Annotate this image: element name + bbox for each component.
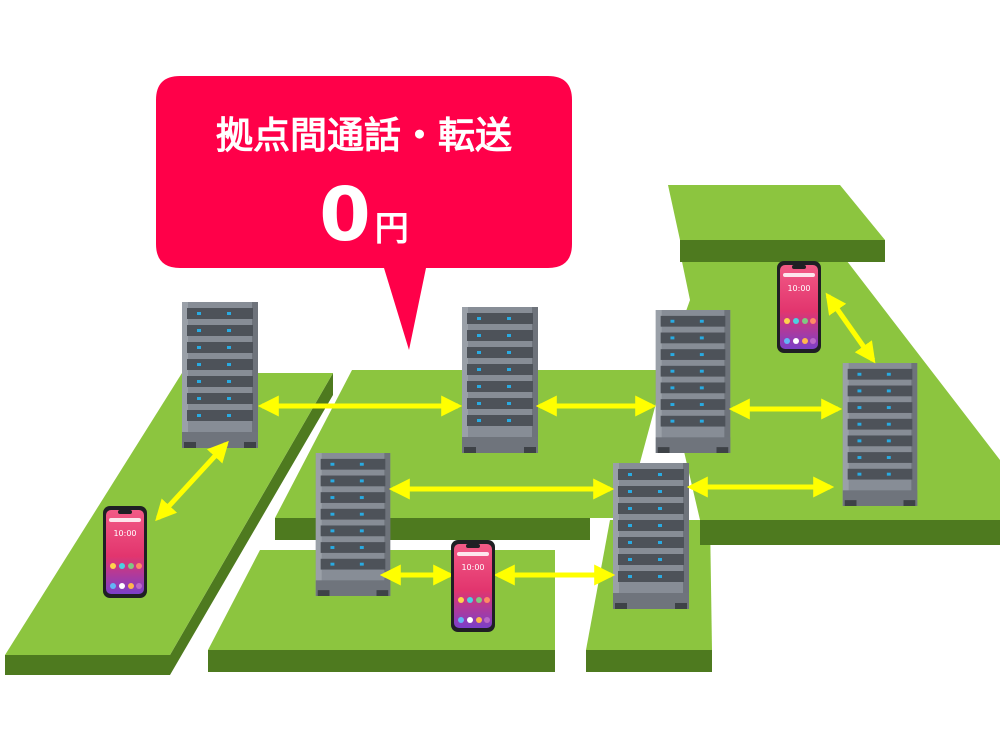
server-rack-6	[613, 463, 689, 609]
platform-left-side-edge	[170, 373, 333, 675]
arrow-phone2-server4	[825, 292, 876, 364]
platform-left-side	[5, 655, 170, 675]
smartphone-1: 10:00	[103, 506, 147, 598]
platform-bottom-middle-side	[586, 650, 712, 672]
arrow-phone1-server1	[155, 440, 229, 522]
callout-shape	[156, 76, 572, 350]
server-rack-2	[462, 307, 538, 453]
callout-unit: 円	[375, 209, 409, 249]
phone-clock: 10:00	[113, 529, 136, 538]
platform-right-side	[700, 520, 1000, 545]
server-rack-4	[842, 363, 918, 506]
phone-clock: 10:00	[461, 563, 484, 572]
server-rack-3	[655, 310, 731, 453]
platform-top-right	[668, 185, 885, 240]
callout-title: 拠点間通話・転送	[216, 114, 512, 157]
smartphone-3: 10:00	[451, 540, 495, 632]
server-rack-1	[182, 302, 258, 448]
platform-top-right-side	[680, 240, 885, 262]
connection-arrows	[155, 292, 876, 586]
smartphone-2: 10:00	[777, 261, 821, 353]
callout-amount: 0	[319, 172, 371, 258]
phone-clock: 10:00	[787, 284, 810, 293]
server-rack-5	[315, 453, 391, 596]
platform-bottom-left-side	[208, 650, 555, 672]
